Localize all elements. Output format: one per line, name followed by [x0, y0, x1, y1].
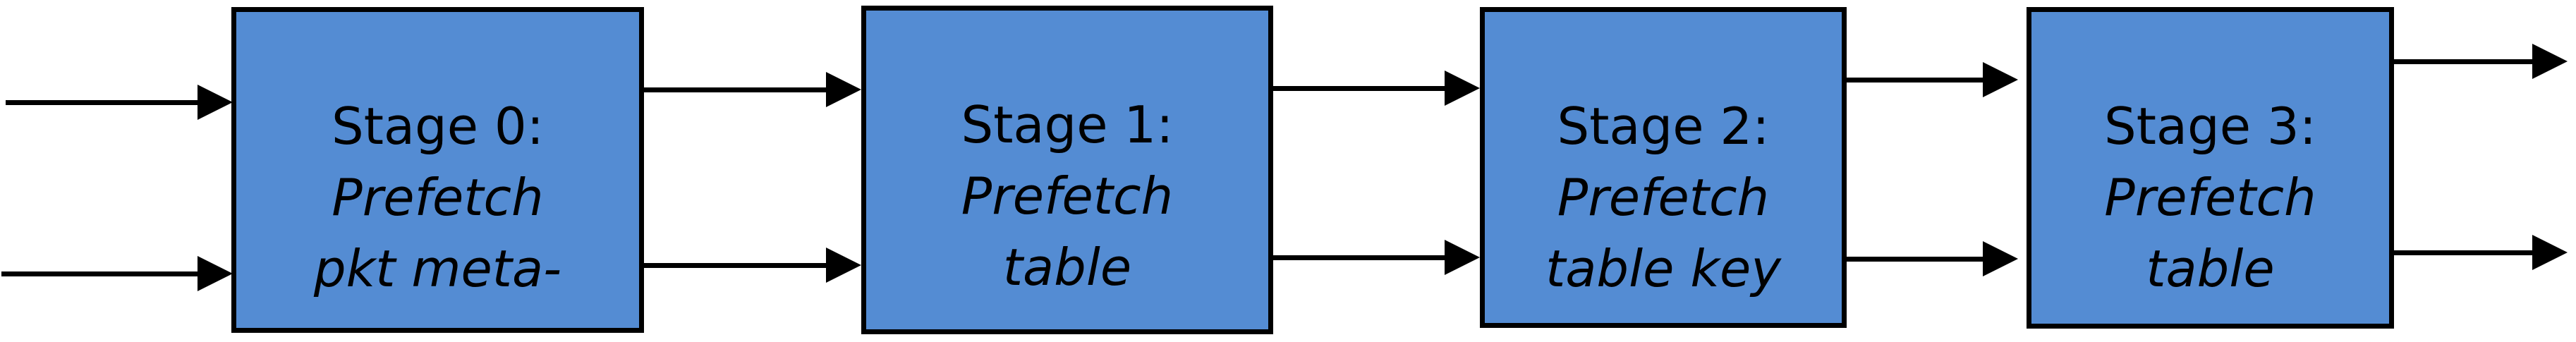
stage-label: Stage 0: Prefetch pkt meta-: [236, 91, 639, 305]
arrow-stage1-to-stage2-top: [1270, 71, 1480, 106]
stage-subtitle-line-1: Prefetch: [961, 166, 1174, 226]
arrowhead-icon: [1445, 71, 1480, 106]
arrowhead-icon: [1983, 62, 2018, 97]
arrowhead-icon: [1445, 240, 1480, 275]
stage-box-3: Stage 3: Prefetch table: [2027, 7, 2394, 329]
output-arrow-top: [2393, 44, 2568, 79]
arrow-shaft: [643, 263, 830, 268]
stage-box-1: Stage 1: Prefetch table: [861, 6, 1273, 334]
arrow-stage2-to-stage3-top: [1847, 62, 2018, 97]
arrow-shaft: [1270, 255, 1449, 260]
stage-subtitle-line-1: Prefetch: [1557, 168, 1770, 227]
arrowhead-icon: [198, 256, 233, 291]
arrow-stage0-to-stage1-bottom: [643, 248, 861, 283]
arrowhead-icon: [198, 85, 233, 120]
stage-subtitle-line-2: table: [2146, 239, 2275, 298]
arrow-shaft: [1847, 257, 1987, 262]
arrow-shaft: [643, 87, 830, 92]
arrow-shaft: [2393, 59, 2536, 64]
arrow-stage0-to-stage1-top: [643, 72, 861, 107]
stage-title: Stage 2:: [1557, 97, 1770, 156]
stage-label: Stage 3: Prefetch table: [2031, 91, 2389, 305]
arrowhead-icon: [2532, 44, 2568, 79]
arrowhead-icon: [2532, 235, 2568, 270]
arrow-shaft: [2393, 250, 2536, 255]
stage-title: Stage 1:: [961, 95, 1174, 154]
stage-subtitle-line-1: Prefetch: [2104, 168, 2316, 227]
arrowhead-icon: [826, 72, 861, 107]
input-arrow-top: [6, 85, 233, 120]
stage-title: Stage 3:: [2103, 97, 2316, 156]
stage-title: Stage 0:: [331, 97, 544, 156]
arrowhead-icon: [1983, 241, 2018, 276]
input-arrow-bottom: [1, 256, 233, 291]
arrow-shaft: [6, 100, 202, 105]
stage-box-2: Stage 2: Prefetch table key: [1480, 7, 1847, 328]
output-arrow-bottom: [2393, 235, 2568, 270]
stage-subtitle-line-1: Prefetch: [332, 168, 544, 227]
arrow-shaft: [1, 271, 202, 276]
arrow-shaft: [1847, 78, 1987, 83]
stage-label: Stage 1: Prefetch table: [866, 90, 1268, 303]
stage-box-0: Stage 0: Prefetch pkt meta-: [231, 7, 644, 333]
arrow-stage1-to-stage2-bottom: [1270, 240, 1480, 275]
arrow-shaft: [1270, 86, 1449, 91]
stage-label: Stage 2: Prefetch table key: [1485, 91, 1842, 305]
stage-subtitle-line-2: table key: [1545, 239, 1781, 298]
arrow-stage2-to-stage3-bottom: [1847, 241, 2018, 276]
arrowhead-icon: [826, 248, 861, 283]
stage-subtitle-line-2: pkt meta-: [313, 239, 562, 298]
stage-subtitle-line-2: table: [1002, 238, 1132, 297]
